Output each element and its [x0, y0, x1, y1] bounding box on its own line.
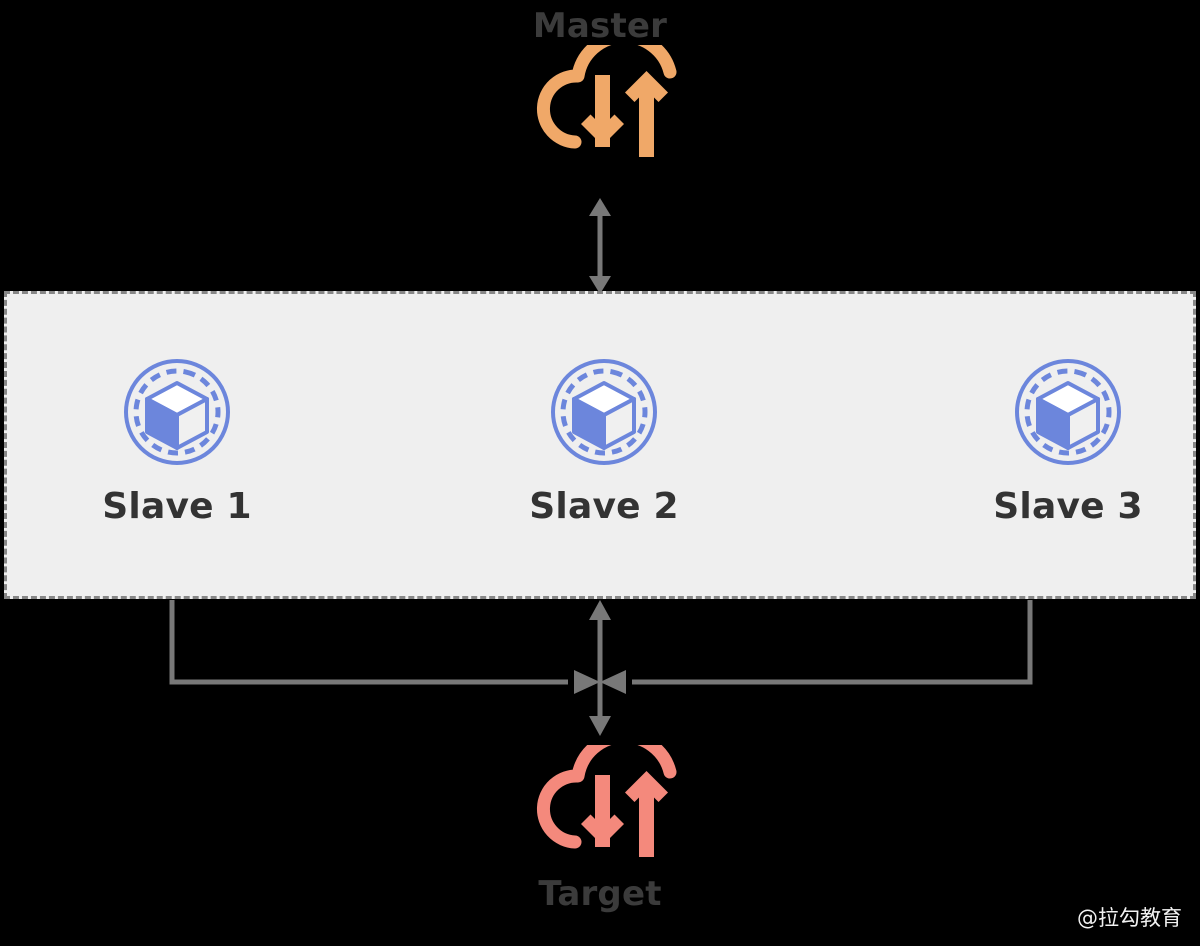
slave-1-icon-wrap — [57, 356, 297, 468]
target-node[interactable]: Target — [460, 745, 740, 935]
double-arrow-vertical-icon — [589, 198, 611, 294]
slave-1-label: Slave 1 — [102, 486, 252, 527]
slave-3-label: Slave 3 — [993, 486, 1143, 527]
bus-with-arrows-icon — [169, 600, 1033, 736]
watermark: @拉勾教育 — [1077, 906, 1182, 930]
slave-node-3[interactable]: Slave 3 — [948, 356, 1188, 527]
slave-3-icon-wrap — [948, 356, 1188, 468]
target-icon-wrap — [460, 745, 740, 870]
slave-node-2[interactable]: Slave 2 — [484, 356, 724, 527]
slave-2-label: Slave 2 — [529, 486, 679, 527]
master-label: Master — [532, 6, 668, 46]
target-label: Target — [538, 874, 662, 914]
cube-node-icon — [1015, 359, 1121, 465]
cube-node-icon — [551, 359, 657, 465]
connector-master-to-slaves — [575, 196, 625, 300]
master-icon-wrap — [460, 45, 740, 170]
master-node[interactable]: Master — [460, 6, 740, 198]
cloud-sync-icon — [537, 45, 677, 158]
cube-node-icon — [124, 359, 230, 465]
slave-node-1[interactable]: Slave 1 — [57, 356, 297, 527]
slaves-group-box: Slave 1 Slave 2 — [4, 291, 1196, 599]
slave-2-icon-wrap — [484, 356, 724, 468]
connector-slaves-to-target — [150, 598, 1050, 752]
cloud-sync-icon — [537, 745, 677, 857]
